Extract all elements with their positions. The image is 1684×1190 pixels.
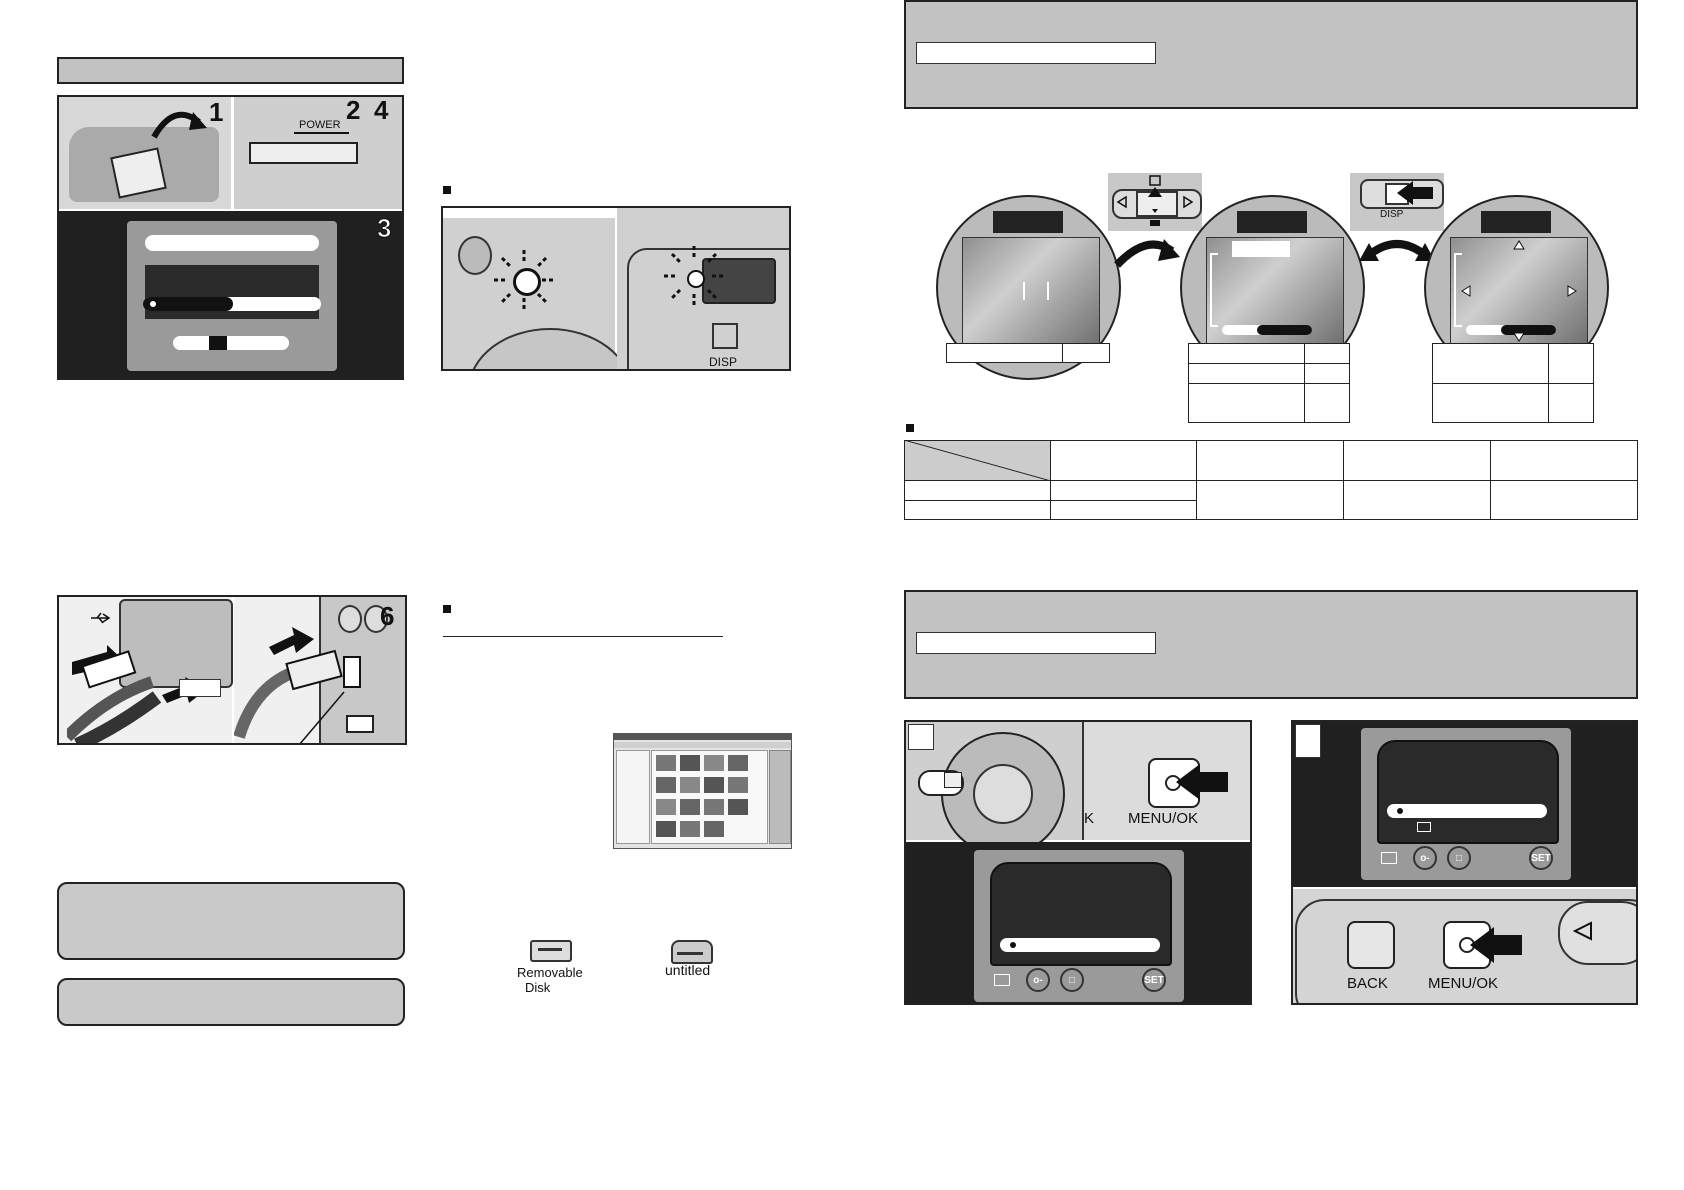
lcd-screen	[127, 221, 337, 371]
erase-menu-panel: o- □ SET	[906, 842, 1250, 1003]
lcd-screen: o- □ SET	[974, 850, 1184, 1002]
note-box	[57, 978, 405, 1026]
disp-button-inset: DISP	[1350, 173, 1444, 231]
press-arrow-icon	[1397, 181, 1433, 205]
menu-ok-label: MENU/OK	[1128, 810, 1199, 827]
step-number: 3	[376, 213, 392, 244]
back-menu-buttons-panel: BACK MENU/OK	[1293, 889, 1636, 1003]
media-slot-panel: 1	[59, 97, 231, 209]
section-bullet	[443, 605, 451, 613]
table-diagonal	[904, 440, 1051, 481]
back-button	[1347, 921, 1395, 969]
section-bullet	[443, 186, 451, 194]
power-label: POWER	[299, 119, 341, 131]
caption-table	[1432, 343, 1594, 423]
power-switch-panel: POWER 2 4	[234, 95, 402, 209]
drive-label: untitled	[665, 962, 711, 978]
step-number: 1	[209, 97, 224, 127]
section-header-panel	[904, 0, 1638, 109]
software-screenshot	[613, 733, 792, 849]
set-icon: SET	[1142, 968, 1166, 992]
lamp-panel-front	[443, 218, 632, 369]
step-number: 6	[380, 601, 395, 631]
curved-arrow-icon	[1114, 239, 1180, 268]
scroll-arrows-icon	[1461, 240, 1577, 342]
power-switch	[249, 142, 358, 164]
menu-ok-label: MENU/OK	[1428, 975, 1499, 992]
indicator-lamp	[687, 270, 705, 288]
header-label-box	[916, 42, 1156, 64]
format-screen-panel: 3	[59, 211, 402, 378]
usb-icon	[91, 612, 111, 624]
erase-step-figure-left: MENU/OK K o- □ SET	[904, 720, 1252, 1005]
zoom-lever-inset	[1108, 173, 1202, 231]
lamp-panel-back: DISP	[617, 208, 789, 369]
mode-dial-panel	[906, 722, 1082, 856]
press-arrow-icon	[1470, 927, 1522, 963]
step-number: 4	[374, 95, 389, 125]
drive-label: Removable	[517, 965, 583, 980]
double-arrow-icon	[1359, 240, 1435, 261]
section-underline	[443, 636, 723, 637]
step-number: 2	[346, 95, 361, 125]
insert-arrow-icon	[151, 111, 207, 139]
indicator-lamp	[513, 268, 541, 296]
section-bullet	[906, 424, 914, 432]
header-label-box	[916, 632, 1156, 654]
disp-label: DISP	[1380, 209, 1404, 220]
camera-setup-figure: 1 POWER 2 4 3	[57, 95, 404, 380]
zoom-scale-table	[904, 440, 1638, 520]
mode-dial	[941, 732, 1065, 856]
set-icon: SET	[1529, 846, 1553, 870]
note-box	[57, 882, 405, 960]
caption-table	[946, 343, 1110, 363]
indicator-lamp-figure: DISP	[441, 206, 791, 371]
erase-step-figure-right: o- □ SET BACK MENU/OK	[1291, 720, 1638, 1005]
usb-connection-figure: 6	[57, 595, 407, 745]
menu-button-panel: MENU/OK K	[1082, 722, 1250, 840]
lcd-screen: o- □ SET	[1361, 728, 1571, 880]
caption-table	[1188, 343, 1350, 423]
section-header-panel	[904, 590, 1638, 699]
section-title-bar	[57, 57, 404, 84]
computer-usb-panel: 6	[234, 597, 405, 743]
blinking-rays-icon	[494, 250, 554, 310]
left-arrow-icon	[1573, 921, 1592, 941]
press-arrow-icon	[1176, 764, 1228, 800]
drive-label: Disk	[525, 980, 551, 995]
disp-label: DISP	[709, 355, 738, 369]
camera-usb-panel	[59, 597, 233, 743]
mac-drive-icon	[671, 940, 713, 964]
menu-ok-button	[1148, 758, 1200, 808]
blinking-rays-icon	[664, 246, 724, 306]
usb-plug-icon	[234, 627, 361, 743]
erase-menu-panel: o- □ SET	[1293, 722, 1636, 887]
removable-disk-icon	[530, 940, 572, 962]
k-fragment: K	[1084, 810, 1095, 827]
zoom-arrows-icon	[1116, 175, 1194, 226]
back-label: BACK	[1347, 975, 1388, 992]
